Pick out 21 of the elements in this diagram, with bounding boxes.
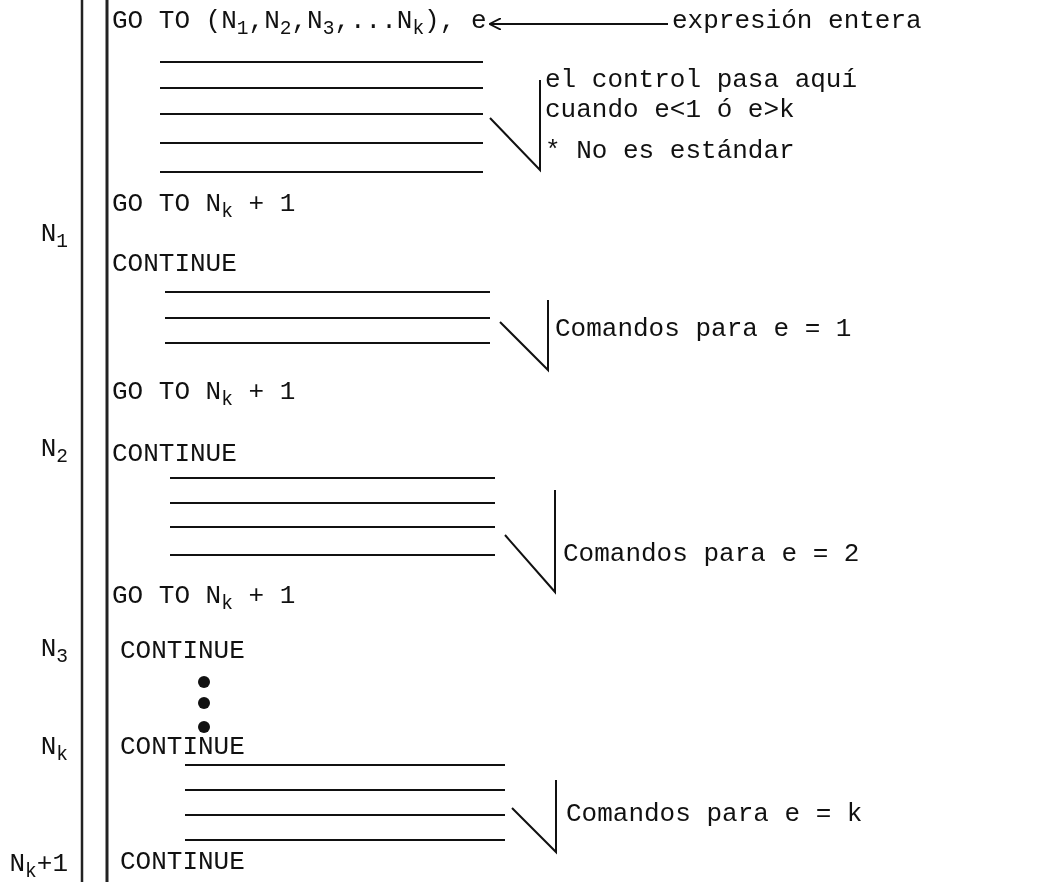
code-line: GO TO N$_{k}$ + 1	[112, 582, 296, 612]
code-line: Comandos para e = 1	[555, 315, 852, 345]
statement-label: N$_{k}$	[40, 733, 68, 763]
code-line: CONTINUE	[112, 440, 237, 470]
code-line: CONTINUE	[120, 637, 245, 667]
code-line: CONTINUE	[112, 250, 237, 280]
code-line: GO TO N$_{k}$ + 1	[112, 190, 296, 220]
code-line: GO TO N$_{k}$ + 1	[112, 378, 296, 408]
statement-label: N$_{3}$	[40, 635, 68, 665]
annotation-text: expresión entera	[672, 7, 922, 37]
code-line: CONTINUE	[120, 733, 245, 763]
statement-label: N$_{2}$	[40, 435, 68, 465]
arrow	[488, 17, 669, 31]
code-line: CONTINUE	[120, 848, 245, 878]
code-line: Comandos para e = k	[566, 800, 863, 830]
annotation-note: el control pasa aquí cuando e<1 ó e>k	[545, 66, 859, 126]
code-line: * No es estándar	[545, 137, 795, 167]
statement-label: N$_{k}$+1	[9, 850, 68, 880]
statement-label: N$_{1}$	[40, 220, 68, 250]
code-line: Comandos para e = 2	[563, 540, 860, 570]
code-line: GO TO (N$_{1}$,N$_{2}$,N$_{3}$,...N$_{k}$), e	[112, 7, 487, 37]
